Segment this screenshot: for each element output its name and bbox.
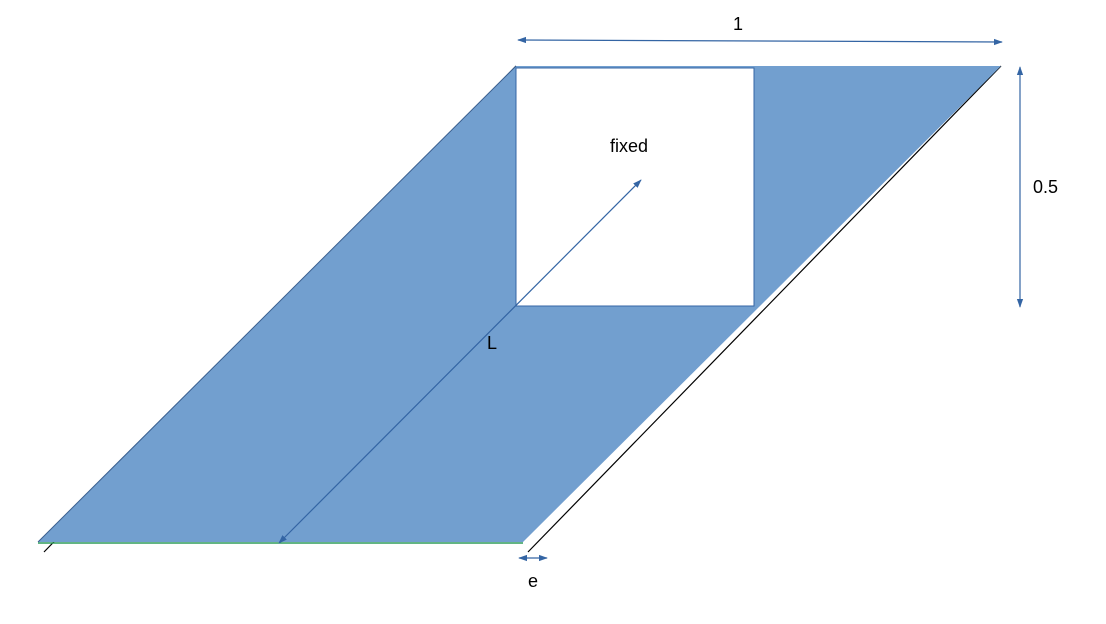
thickness-label: e xyxy=(528,571,538,591)
width-arrow xyxy=(517,36,1003,46)
height-label: 0.5 xyxy=(1033,177,1058,197)
fixed-label: fixed xyxy=(610,136,648,156)
length-arrow xyxy=(278,179,642,544)
width-label: 1 xyxy=(733,14,743,34)
length-label: L xyxy=(487,333,497,353)
plate-left-edge xyxy=(37,65,517,543)
